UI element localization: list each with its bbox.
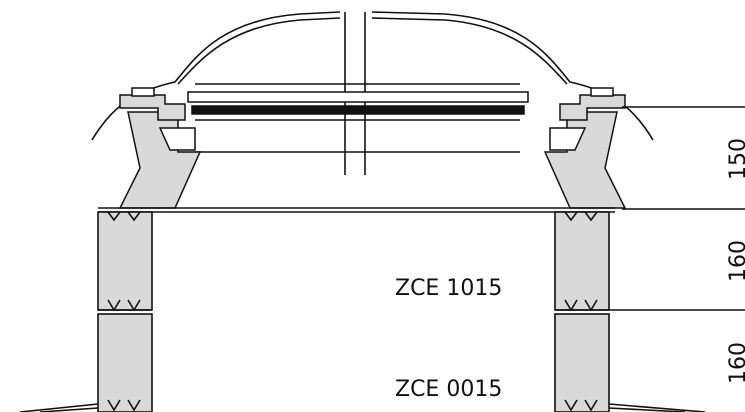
label-lower-curb: ZCE 0015: [395, 377, 502, 402]
glazing-unit: [187, 83, 529, 153]
label-upper-curb: ZCE 1015: [395, 276, 502, 301]
dome-frame-left: [118, 87, 202, 209]
dimension-label-upper-curb: 160: [726, 240, 745, 282]
dimension-label-dome: 150: [726, 138, 745, 180]
dome-glazing: [91, 11, 654, 141]
dimension-label-lower-curb: 160: [726, 342, 745, 384]
curb-upper: [97, 207, 615, 311]
curb-lower: [19, 299, 706, 412]
dimension-lines: [609, 106, 745, 311]
dome-frame-right: [543, 87, 627, 209]
